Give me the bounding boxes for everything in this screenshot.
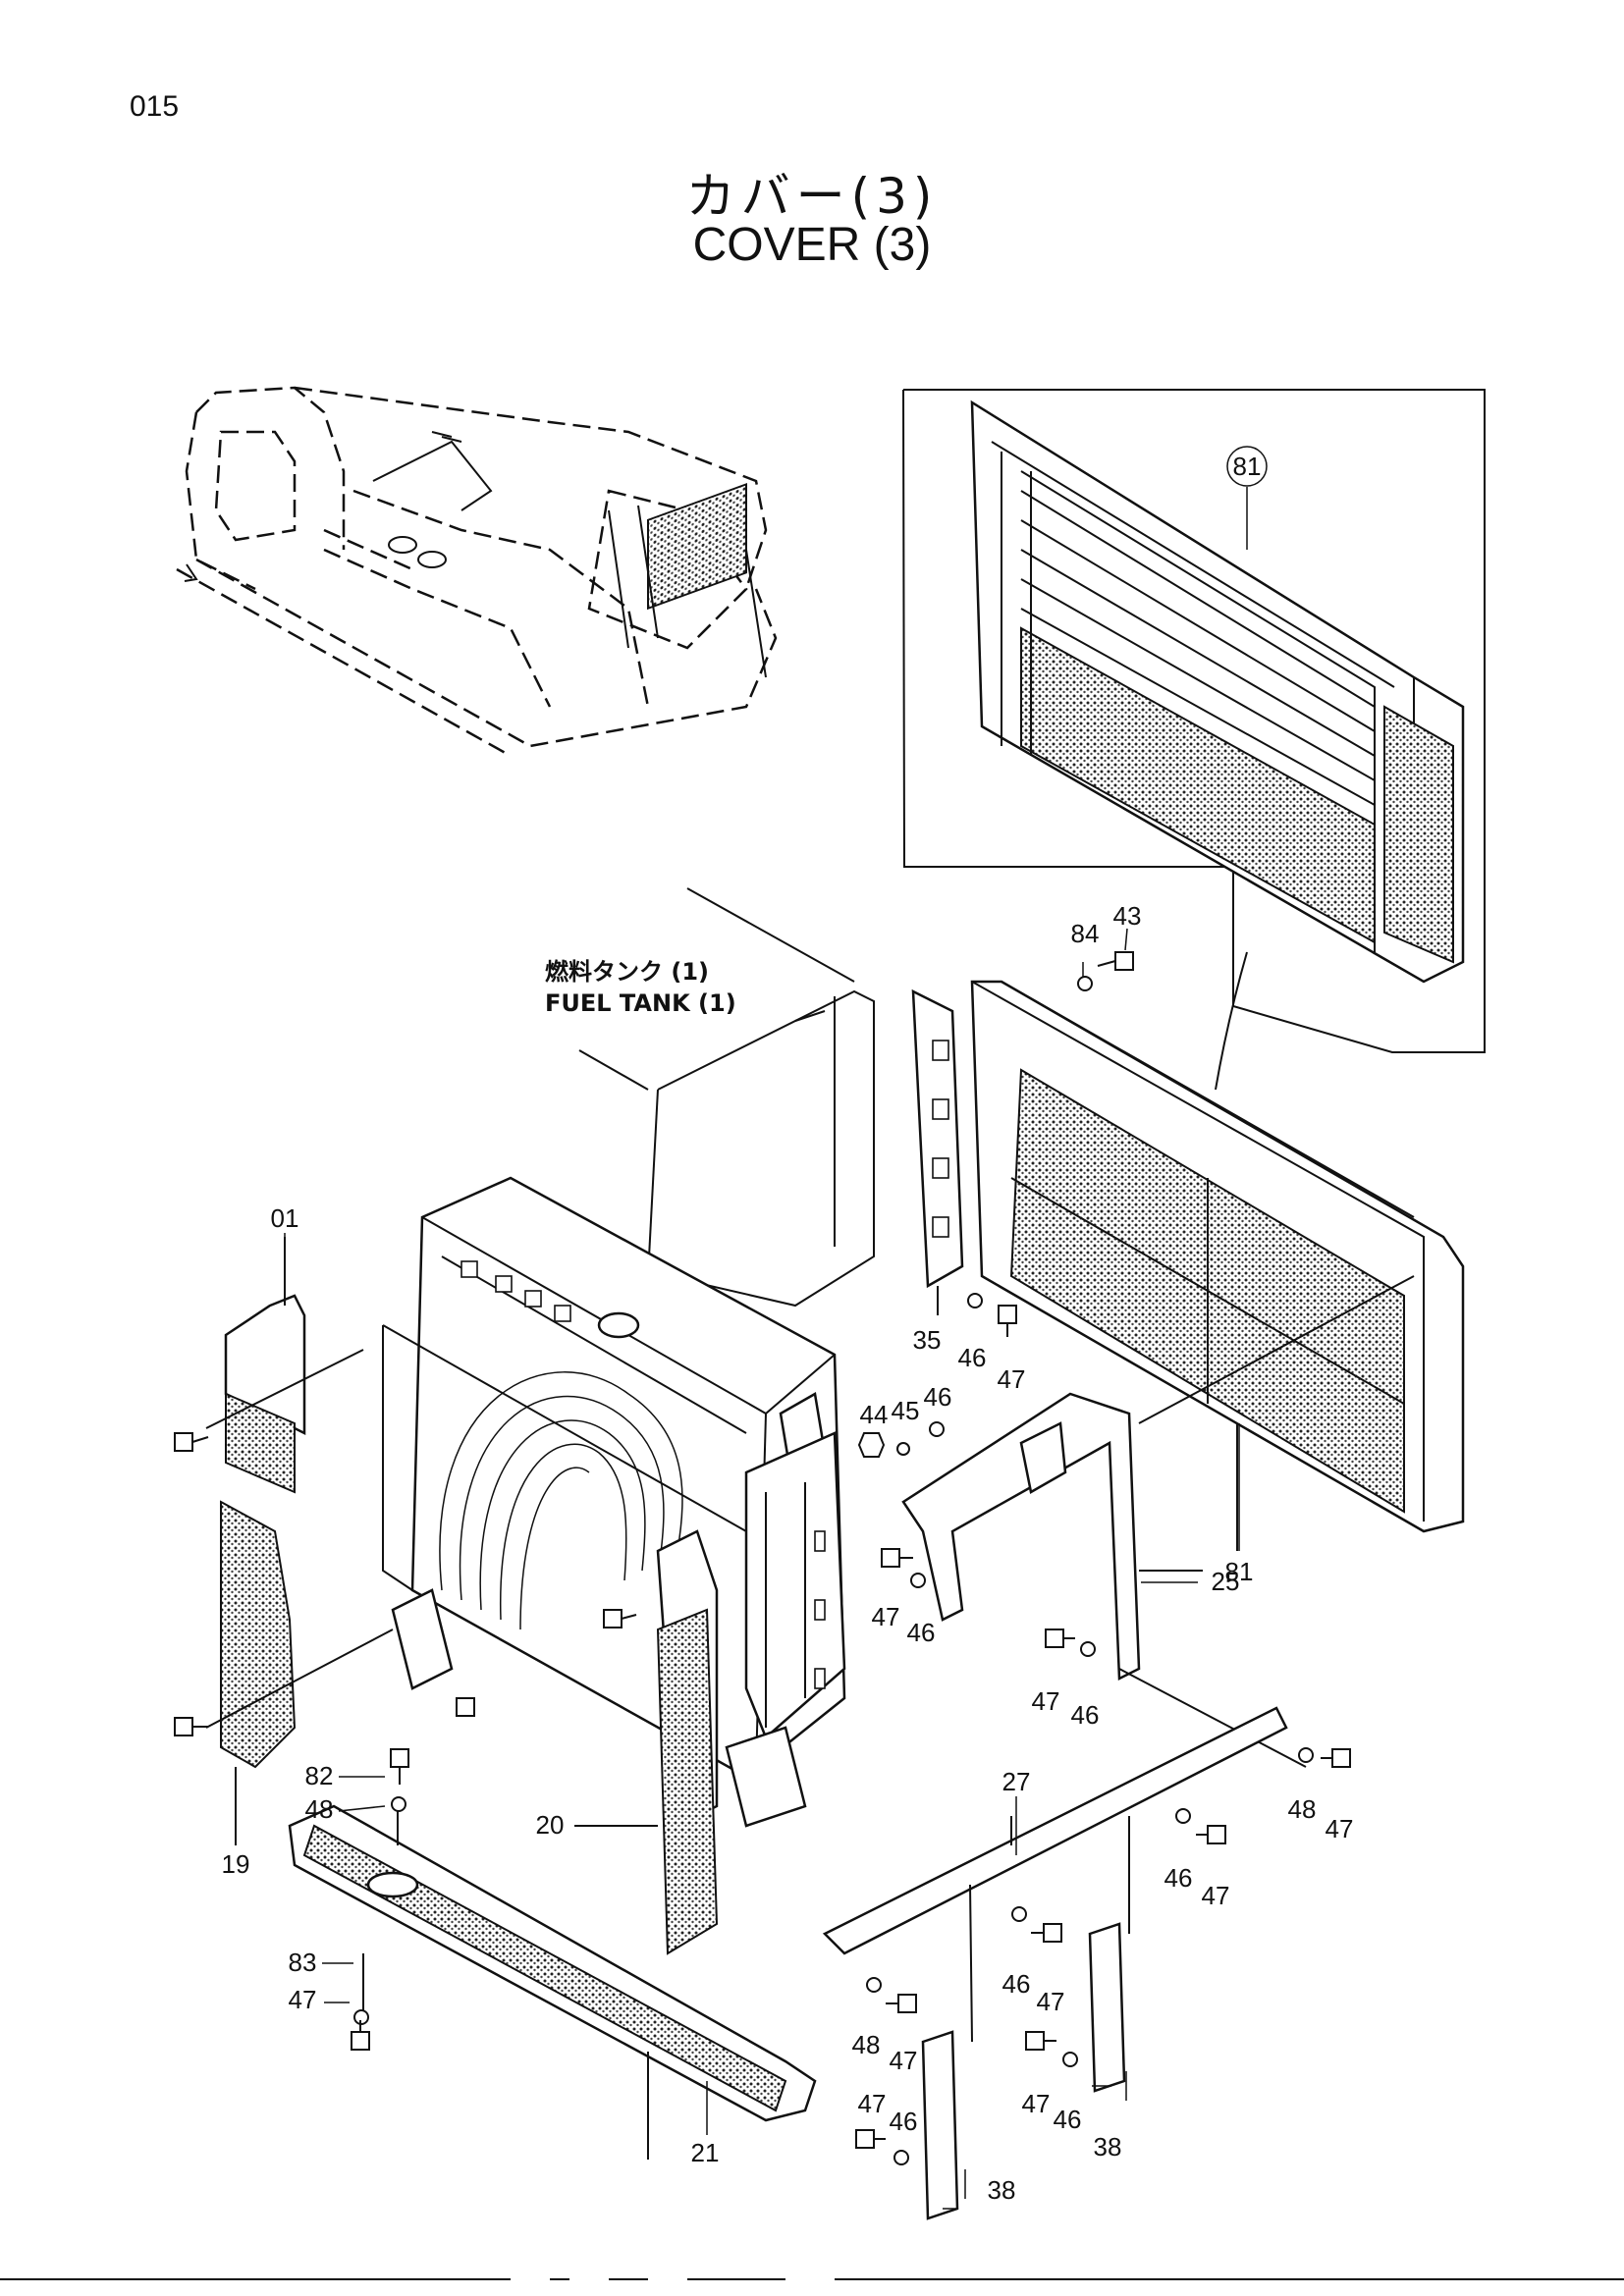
title-english: COVER (3): [692, 219, 932, 271]
title-japanese: カバー(3): [685, 168, 939, 225]
callout-38: 38: [988, 2175, 1016, 2205]
part-01-bracket: [205, 1237, 364, 1494]
callout-47: 47: [858, 2089, 887, 2118]
callout-46: 46: [890, 2107, 918, 2136]
part-21-support: [288, 1804, 817, 2160]
part-35-side-bracket: [911, 988, 964, 1315]
callout-48: 48: [305, 1794, 334, 1824]
callout-46: 46: [958, 1343, 987, 1372]
bolt-82: [390, 1748, 409, 1785]
callout-20: 20: [536, 1810, 565, 1840]
callout-47: 47: [1022, 2089, 1051, 2118]
callout-46: 46: [1002, 1969, 1031, 1999]
callout-46: 46: [907, 1618, 936, 1647]
part-27-stay: [822, 1706, 1288, 1955]
callout-47: 47: [998, 1364, 1026, 1394]
callout-47: 47: [1202, 1881, 1230, 1910]
washer-48a: [391, 1796, 406, 1812]
part-81-condenser: [970, 980, 1465, 1551]
callout-labels: 81 84 43 01 35 46 47 44 45 46 81 25 47 4…: [222, 446, 1354, 2205]
callout-44: 44: [860, 1400, 889, 1429]
fuel-tank-outline: [578, 887, 875, 1308]
callout-25: 25: [1212, 1567, 1240, 1596]
callout-45: 45: [892, 1396, 920, 1425]
callout-46: 46: [1164, 1863, 1193, 1893]
callout-46: 46: [1071, 1700, 1100, 1730]
bolt-47a: [998, 1305, 1017, 1337]
bolt-left-2: [174, 1717, 208, 1736]
bolt-47b: [881, 1548, 913, 1568]
bolt-47e: [1196, 1825, 1226, 1844]
bolt-left-3: [603, 1609, 637, 1629]
washer-46e: [1175, 1808, 1191, 1824]
leader-lines: [284, 487, 1248, 2210]
callout-21: 21: [691, 2138, 720, 2167]
callout-47: 47: [1326, 1814, 1354, 1843]
bolt-47j: [855, 2129, 886, 2149]
bolt-47d: [1321, 1748, 1351, 1768]
washer-46c: [910, 1573, 926, 1588]
part-38-brackets: [921, 1816, 1130, 2220]
callout-84: 84: [1071, 919, 1100, 948]
washer-84: [1077, 976, 1093, 991]
washer-46g: [1062, 2052, 1078, 2067]
washer-46h: [893, 2150, 909, 2165]
inset-condenser-detail: [902, 389, 1486, 1053]
bolt-47f: [1031, 1923, 1062, 1943]
callout-38: 38: [1094, 2132, 1122, 2162]
bolt-47g: [351, 2020, 370, 2051]
callout-47: 47: [289, 1985, 317, 2014]
callout-81-circled: 81: [1233, 452, 1262, 481]
bolt-47c: [1045, 1629, 1075, 1648]
part-19-seal: [205, 1500, 394, 1845]
washer-48b: [1298, 1747, 1314, 1763]
fuel-tank-note-en: FUEL TANK (1): [545, 989, 736, 1017]
washer-46a: [967, 1293, 983, 1308]
page-number: 015: [130, 90, 180, 123]
washer-46f: [1011, 1906, 1027, 1922]
callout-81: 81: [1225, 1557, 1254, 1586]
bolt-left-4: [456, 1697, 475, 1717]
callout-35: 35: [913, 1325, 942, 1355]
callout-48: 48: [1288, 1794, 1317, 1824]
callout-46: 46: [1054, 2105, 1082, 2134]
inset-leader-line: [1215, 951, 1248, 1091]
washer-46b: [929, 1421, 945, 1437]
callout-01: 01: [271, 1203, 299, 1233]
callout-47: 47: [1037, 1987, 1065, 2016]
callout-47: 47: [890, 2046, 918, 2075]
callout-83: 83: [289, 1948, 317, 1977]
callout-48: 48: [852, 2030, 881, 2059]
callout-81-circle: [1226, 446, 1268, 487]
callout-43: 43: [1113, 901, 1142, 931]
nut-44: [857, 1432, 886, 1458]
radiator-assembly: [382, 1176, 846, 1828]
part-20-seal-strip: [574, 1529, 719, 1955]
part-25-frame: [901, 1275, 1415, 1768]
bolt-43: [1097, 951, 1134, 971]
washer-45: [896, 1442, 910, 1456]
bolt-47i: [1025, 2031, 1056, 2051]
bolt-left-1: [174, 1432, 209, 1452]
fuel-tank-note-jp: 燃料タンク (1): [545, 958, 709, 986]
washer-48c: [866, 1977, 882, 1993]
washer-46d: [1080, 1641, 1096, 1657]
bolt-47h: [886, 1994, 917, 2013]
callout-19: 19: [222, 1849, 250, 1879]
machine-overview-drawing: [176, 386, 778, 758]
callout-27: 27: [1002, 1767, 1031, 1796]
callout-82: 82: [305, 1761, 334, 1790]
callout-47: 47: [872, 1602, 900, 1631]
callout-47: 47: [1032, 1686, 1060, 1716]
fasteners: [174, 951, 1351, 2165]
callout-46: 46: [924, 1382, 952, 1412]
